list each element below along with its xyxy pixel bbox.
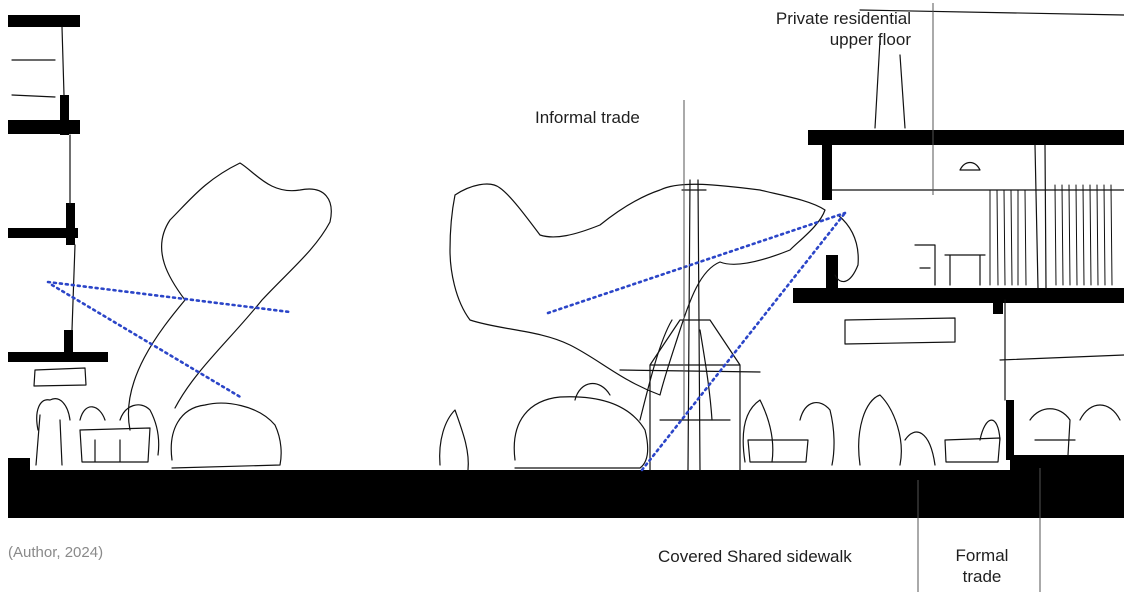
center-bush-left — [439, 409, 469, 471]
left-building — [8, 15, 282, 469]
label-covered-shared-sidewalk: Covered Shared sidewalk — [658, 547, 852, 566]
sightline-right-upper — [546, 211, 847, 315]
sightline-left-upper — [46, 280, 292, 314]
center-mound — [513, 396, 649, 469]
planter-boxes — [747, 437, 1001, 463]
ground-step-left — [8, 458, 30, 472]
tree-trunk-center — [639, 319, 713, 421]
label-private-upper-line2: upper floor — [829, 30, 911, 49]
label-private-upper-floor: Private residential upper floor — [735, 8, 911, 50]
ground-slab — [8, 470, 1124, 518]
leader-lines — [683, 3, 1041, 592]
sightlines — [46, 211, 847, 472]
sightline-left-lower — [50, 283, 244, 400]
label-formal-trade: Formal trade — [946, 545, 1018, 587]
ground-step-right — [1010, 455, 1124, 472]
right-mounds — [742, 394, 1001, 466]
figure-caption: (Author, 2024) — [8, 544, 104, 561]
informal-trade-kiosk — [619, 179, 761, 471]
sightline-right-lower — [640, 211, 847, 472]
cafe-tables — [1029, 404, 1121, 456]
label-formal-trade-line2: trade — [962, 567, 1002, 586]
label-informal-trade: Informal trade — [535, 108, 640, 127]
right-building — [793, 9, 1124, 460]
label-formal-trade-line1: Formal — [955, 546, 1009, 565]
label-private-upper-line1: Private residential — [775, 9, 911, 28]
center-bush-right — [574, 383, 611, 401]
tree-center — [449, 183, 826, 396]
